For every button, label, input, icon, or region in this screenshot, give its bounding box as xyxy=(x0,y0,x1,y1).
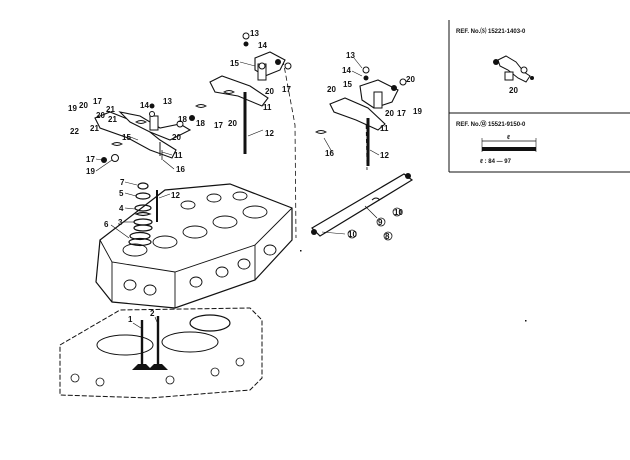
label-20-tm: 20 xyxy=(265,87,274,96)
rocker-shaft: 9 10 10 8 xyxy=(311,173,414,241)
label-6: 6 xyxy=(104,220,109,229)
label-19-tl2: 19 xyxy=(86,167,95,176)
label-18-tm: 18 xyxy=(196,119,205,128)
label-10b: 10 xyxy=(348,230,357,239)
push-rod-length-icon xyxy=(481,138,537,152)
label-11-tm: 11 xyxy=(263,103,272,112)
label-16-tl: 16 xyxy=(176,165,185,174)
label-14-tl: 14 xyxy=(140,101,149,110)
label-20-tl: 20 xyxy=(79,101,88,110)
label-20-tl2: 20 xyxy=(96,111,105,120)
upper-left-rocker-assembly: 19 20 17 21 20 21 22 21 15 17 19 14 13 2… xyxy=(68,97,195,176)
label-12-tm: 12 xyxy=(265,129,274,138)
label-1: 1 xyxy=(128,315,133,324)
label-15-tr: 15 xyxy=(343,80,352,89)
label-13-tm: 13 xyxy=(250,29,259,38)
label-17-tr: 17 xyxy=(397,109,406,118)
label-20-tl3: 20 xyxy=(172,133,181,142)
label-10: 10 xyxy=(394,208,403,217)
reference-panel-rocker-arm: REF. No.⒮ 15221-1403-0 20 xyxy=(456,27,534,95)
label-11-tl: 11 xyxy=(174,151,183,160)
label-20-tr: 20 xyxy=(327,85,336,94)
label-19-tl: 19 xyxy=(68,104,77,113)
valve-spring-stack: 7 5 4 3 6 12 xyxy=(104,178,180,247)
stray-marks xyxy=(300,250,527,322)
label-5: 5 xyxy=(119,189,124,198)
reference-panel-push-rod: REF. No.⑫ 15521-9150-0 ℓ ℓ : 84 — 97 xyxy=(456,120,537,165)
label-7: 7 xyxy=(120,178,125,187)
label-15-tm: 15 xyxy=(230,59,239,68)
cylinder-block-illustration xyxy=(59,307,263,399)
label-17-tm2: 17 xyxy=(214,121,223,130)
label-17-tl2: 17 xyxy=(86,155,95,164)
reference-panel-frame xyxy=(448,20,630,173)
upper-right-rocker-assembly: 13 14 15 20 20 20 17 19 11 16 12 xyxy=(315,51,422,166)
label-12-left: 12 xyxy=(171,191,180,200)
label-17-tl: 17 xyxy=(93,97,102,106)
label-22: 22 xyxy=(70,127,79,136)
label-21: 21 xyxy=(106,105,115,114)
label-2: 2 xyxy=(150,309,155,318)
label-13-tl: 13 xyxy=(163,97,172,106)
label-19-tr: 19 xyxy=(413,107,422,116)
label-15-tl: 15 xyxy=(122,133,131,142)
upper-middle-rocker-assembly: 13 14 15 20 17 18 17 20 11 12 xyxy=(195,29,292,154)
label-17-tm: 17 xyxy=(282,85,291,94)
label-3: 3 xyxy=(118,218,123,227)
ref-panel-2-spec: ℓ : 84 — 97 xyxy=(479,159,512,165)
label-8: 8 xyxy=(385,232,390,241)
label-18-tl: 18 xyxy=(178,115,187,124)
ref-panel-1-text: REF. No.⒮ 15221-1403-0 xyxy=(456,27,526,35)
push-rod-length-symbol: ℓ xyxy=(506,135,510,141)
ref-panel-2-text: REF. No.⑫ 15521-9150-0 xyxy=(456,120,526,128)
label-14-tm: 14 xyxy=(258,41,267,50)
label-16-tr: 16 xyxy=(325,149,334,158)
label-4: 4 xyxy=(119,204,124,213)
label-13-tr: 13 xyxy=(346,51,355,60)
label-20-tr3: 20 xyxy=(385,109,394,118)
label-14-tr: 14 xyxy=(342,66,351,75)
ref-panel-1-part-label: 20 xyxy=(509,86,518,95)
valves: 1 2 xyxy=(128,309,168,370)
label-20-tm2: 20 xyxy=(228,119,237,128)
rocker-arm-assembly-icon xyxy=(493,55,534,83)
cylinder-head-illustration xyxy=(95,183,293,309)
label-20-tr2: 20 xyxy=(406,75,415,84)
label-11-tr: 11 xyxy=(380,124,389,133)
label-21c: 21 xyxy=(90,124,99,133)
label-9: 9 xyxy=(378,218,383,227)
label-12-tr: 12 xyxy=(380,151,389,160)
label-21b: 21 xyxy=(108,115,117,124)
